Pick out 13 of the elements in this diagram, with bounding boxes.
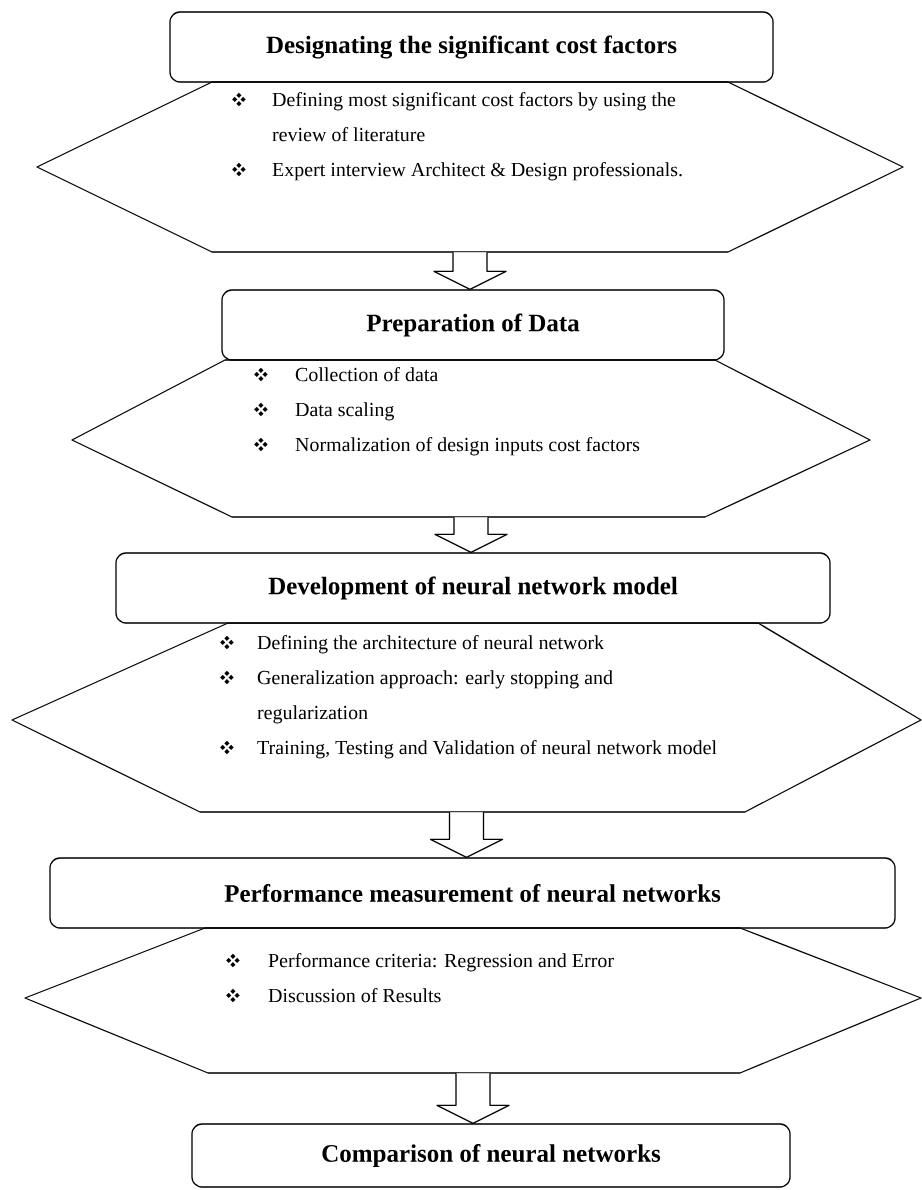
block-arrow: [429, 811, 504, 858]
step-box: Development of neural network model: [115, 552, 831, 624]
hexagon-box: Defining most significant cost factors by using the review of literature Expert interview Architect & Design professionals.: [36, 81, 904, 253]
block-arrow: [434, 516, 508, 553]
step-box: Performance measurement of neural networks: [49, 857, 896, 929]
hexagon-box: Collection of data Data scaling Normalization of design inputs cost factors: [71, 359, 871, 518]
hexagon-box: Performance criteria: Regression and Error Discussion of Results: [24, 927, 922, 1074]
block-arrow: [436, 1072, 510, 1124]
step-box: Comparison of neural networks: [191, 1123, 791, 1188]
step-box: Preparation of Data: [221, 289, 725, 361]
block-arrow: [433, 251, 507, 290]
hexagon-box: Defining the architecture of neural network Generalization approach: early stopping and regularization Training, Testing and Validation of neural network model: [11, 622, 922, 813]
step-box: Designating the significant cost factors: [169, 11, 774, 83]
